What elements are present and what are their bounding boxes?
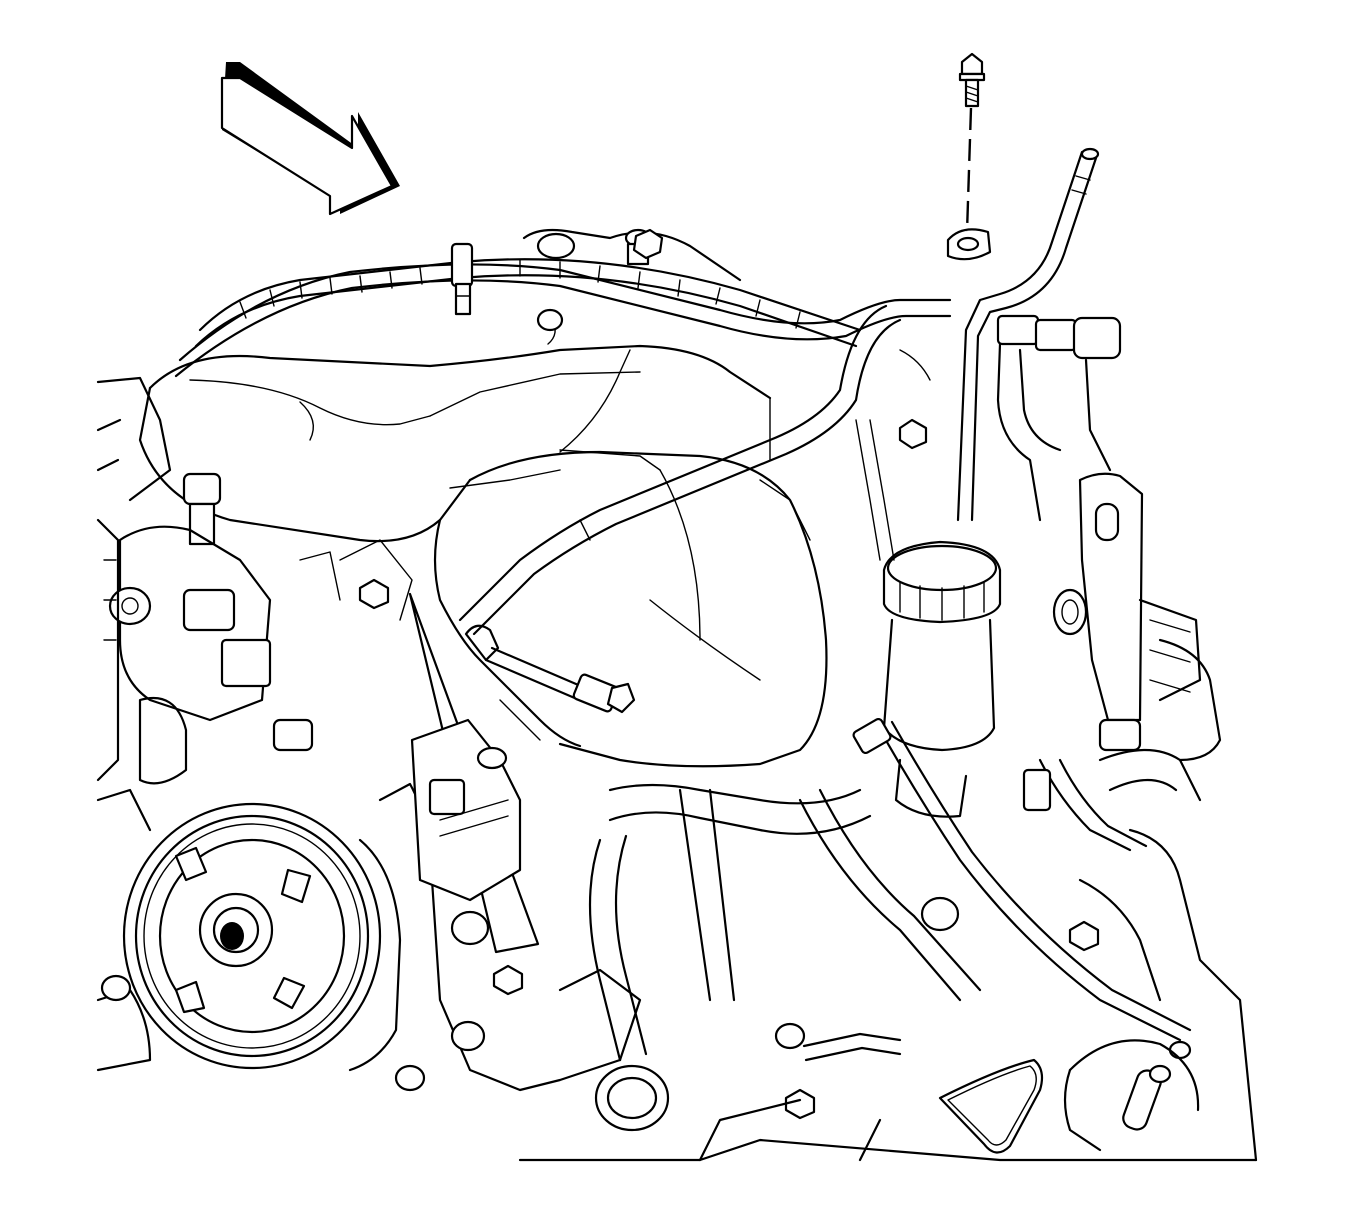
right-connectors bbox=[996, 314, 1122, 522]
intake-manifold-left bbox=[138, 344, 772, 543]
lower-ports bbox=[558, 968, 902, 1132]
sensor-with-wire bbox=[464, 624, 636, 714]
harness-tube bbox=[174, 263, 952, 636]
right-cylinder-head bbox=[1138, 598, 1222, 762]
rear-outlet bbox=[522, 228, 742, 282]
bolt-install-line bbox=[965, 107, 973, 233]
harness-connector bbox=[450, 242, 474, 316]
oil-fill-cap bbox=[882, 540, 1002, 818]
bolt-icon bbox=[958, 52, 986, 108]
lifting-bracket bbox=[1052, 472, 1144, 722]
left-sensor-block bbox=[108, 472, 314, 752]
manifold-bolts bbox=[358, 228, 1100, 1120]
engine-bottom-outline bbox=[518, 1098, 1258, 1162]
rear-wire-harness bbox=[194, 258, 862, 348]
harmonic-balancer bbox=[122, 802, 382, 1070]
intake-cover bbox=[96, 376, 172, 502]
gasket-triangle bbox=[938, 1058, 1044, 1154]
left-cylinder-head bbox=[96, 518, 188, 832]
lower-hoses bbox=[588, 783, 982, 1062]
throttle-control-block bbox=[410, 718, 522, 902]
lower-right-bracket bbox=[920, 828, 1258, 1162]
misc-details bbox=[299, 308, 931, 741]
view-direction-arrow-icon bbox=[220, 62, 400, 216]
intake-manifold-right bbox=[433, 349, 828, 768]
right-wiring-bundle bbox=[852, 717, 1202, 1042]
outlet-pipe bbox=[1063, 1039, 1200, 1152]
dipstick-tube bbox=[946, 147, 1100, 522]
